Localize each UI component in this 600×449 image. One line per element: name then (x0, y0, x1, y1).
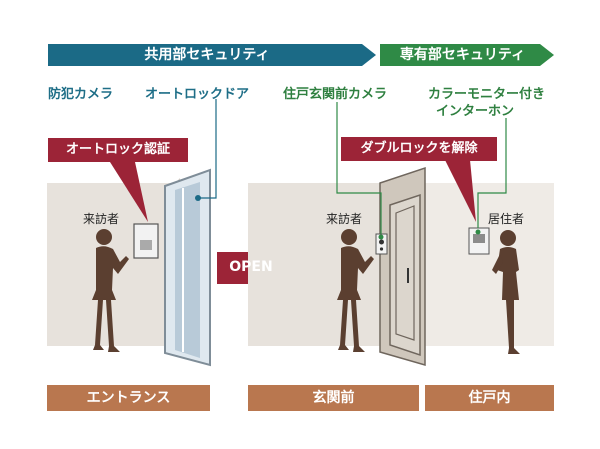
bottom-label-inside: 住戸内 (425, 385, 554, 411)
double-lock-callout-pointer (445, 160, 476, 222)
intercom-leader-line (477, 118, 507, 228)
resident-silhouette (492, 230, 520, 354)
visitor2-label: 来訪者 (326, 212, 363, 226)
bottom-label-front: 玄関前 (248, 385, 419, 411)
entry-door-inner-panel (395, 205, 415, 341)
private-security-banner: 専有部セキュリティ (399, 47, 526, 63)
camera-leader-line (336, 102, 382, 234)
category-autolock-door: オートロックドア (145, 87, 250, 102)
door-leader-line (198, 99, 217, 199)
camera-leader-dot (378, 234, 384, 240)
resident-label: 居住者 (488, 212, 525, 226)
shared-security-banner-shape (48, 44, 376, 66)
category-entrance-camera: 住戸玄関前カメラ (283, 87, 388, 102)
double-lock-callout: ダブルロックを解除 (341, 137, 497, 161)
autolock-auth-callout: オートロック認証 (48, 138, 188, 162)
category-intercom-line2: インターホン (436, 104, 515, 119)
open-arrow-label: OPEN (229, 259, 273, 275)
autolock-callout-pointer (110, 162, 148, 222)
shared-security-banner: 共用部セキュリティ (144, 47, 270, 63)
category-intercom-line1: カラーモニター付き (428, 87, 546, 102)
category-security-camera: 防犯カメラ (48, 87, 114, 102)
visitor1-label: 来訪者 (83, 212, 120, 226)
entrance-camera-button (379, 247, 384, 251)
bottom-label-entrance: エントランス (47, 385, 210, 411)
intercom-monitor-screen (473, 234, 485, 243)
visitor2-silhouette (337, 229, 374, 352)
entrance-camera-lens (379, 239, 384, 245)
inside-room-panel (425, 183, 554, 346)
intercom-leader-dot (475, 229, 481, 235)
private-security-banner-shape (380, 44, 554, 66)
visitor1-silhouette (92, 229, 129, 352)
entrance-intercom-keypad (140, 240, 152, 250)
entry-door (389, 193, 421, 357)
autolock-glass-reflection (175, 182, 200, 358)
